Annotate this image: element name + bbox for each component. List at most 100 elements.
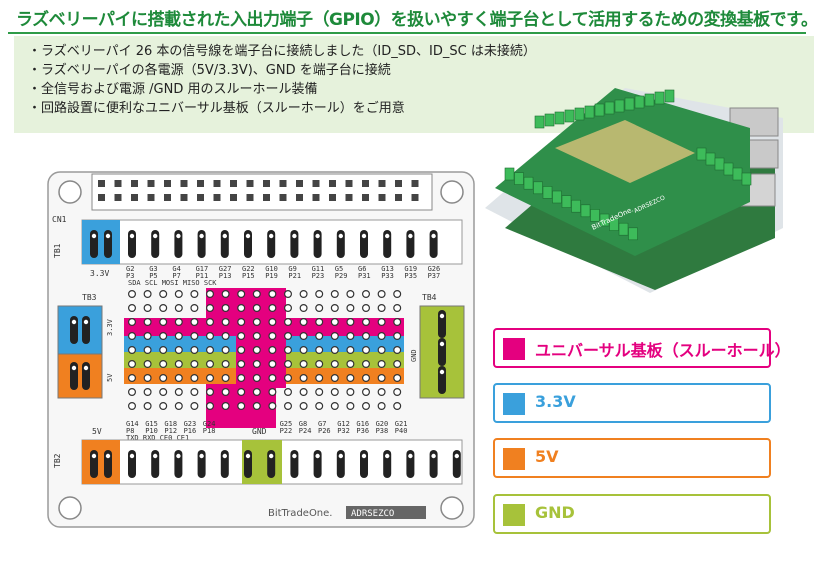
through-hole [362, 388, 371, 397]
through-hole [190, 304, 199, 313]
through-hole [299, 402, 308, 411]
legend-swatch [503, 338, 525, 360]
legend-label: 3.3V [535, 392, 576, 411]
photo-terminal [705, 152, 716, 166]
through-hole [315, 304, 324, 313]
cn1-label: CN1 [52, 215, 67, 224]
screw-slot [222, 233, 227, 239]
through-hole [174, 360, 183, 369]
through-hole [362, 318, 371, 327]
photo-terminal [628, 227, 638, 241]
photo-terminal [624, 97, 635, 111]
pin-label: P5 [149, 272, 157, 280]
through-hole [299, 374, 308, 383]
header-pin [114, 194, 122, 201]
through-hole [143, 304, 152, 313]
screw-slot [439, 341, 445, 347]
legend-label: ユニバーサル基板（スルーホール） [535, 341, 791, 360]
screw-slot [176, 233, 181, 239]
legend-label: 5V [535, 447, 559, 466]
through-hole [237, 318, 246, 327]
through-hole [315, 289, 324, 298]
through-hole [221, 388, 230, 397]
through-hole [174, 374, 183, 383]
pin-label: P26 [318, 427, 331, 435]
pin-label: P8 [126, 427, 134, 435]
through-hole [252, 374, 261, 383]
legend-label: GND [535, 503, 575, 522]
through-hole [206, 360, 215, 369]
gpio-label: G8 [299, 420, 307, 428]
through-hole [143, 360, 152, 369]
through-hole [237, 402, 246, 411]
screw-slot [269, 453, 274, 459]
through-hole [268, 346, 277, 355]
through-hole [143, 332, 152, 341]
through-hole [159, 304, 168, 313]
through-hole [284, 304, 293, 313]
through-hole [393, 318, 402, 327]
photo-terminal [542, 186, 553, 199]
header-pin [230, 194, 237, 201]
legend-gnd: GND [493, 494, 771, 534]
photo-terminal [714, 157, 725, 171]
v5-label: 5V [92, 427, 102, 436]
through-hole [174, 388, 183, 397]
header-pin [147, 194, 155, 201]
through-hole [346, 332, 355, 341]
gpio-label: G2 [126, 265, 134, 273]
screw-terminal [104, 230, 112, 258]
screw-terminal [174, 450, 183, 478]
through-hole [143, 374, 152, 383]
through-hole [346, 346, 355, 355]
through-hole [221, 304, 230, 313]
through-hole [284, 360, 293, 369]
through-hole [330, 374, 339, 383]
tb4-label: TB4 [422, 293, 437, 302]
through-hole [206, 388, 215, 397]
through-hole [221, 360, 230, 369]
gpio-label: G3 [149, 265, 157, 273]
through-hole [315, 346, 324, 355]
header-pin [411, 194, 419, 201]
screw-slot [83, 365, 89, 371]
mount-hole [58, 496, 82, 520]
through-hole [143, 289, 152, 298]
gpio-label: G4 [172, 265, 180, 273]
header-divider [8, 32, 806, 34]
photo-terminal [504, 167, 515, 181]
through-hole [127, 318, 136, 327]
gpio-header-pins [98, 180, 419, 201]
through-hole [237, 289, 246, 298]
through-hole [268, 360, 277, 369]
screw-terminal [70, 316, 78, 344]
feature-item: ラズベリーパイの各電源（5V/3.3V)、GND を端子台に接続 [28, 61, 536, 80]
screw-slot [269, 233, 274, 239]
screw-slot [385, 453, 390, 459]
header-pin [345, 180, 353, 187]
photo-terminal [609, 218, 619, 231]
photo-terminal [654, 91, 665, 105]
gpio-label: G23 [184, 420, 197, 428]
through-hole [221, 374, 230, 383]
screw-slot [338, 233, 343, 239]
screw-terminal [438, 366, 446, 394]
screw-terminal [438, 310, 446, 338]
header-pin [296, 180, 303, 187]
screw-terminal [290, 450, 299, 478]
photo-terminal [564, 109, 575, 123]
screw-slot [71, 365, 77, 371]
gnd-side-label: GND [410, 349, 418, 362]
screw-terminal [360, 230, 368, 258]
through-hole [377, 332, 386, 341]
header-pin [345, 194, 353, 201]
screw-terminal [429, 450, 438, 478]
header-pin [279, 194, 287, 201]
photo-terminal [584, 105, 595, 119]
page-title: ラズベリーパイに搭載された入出力端子（GPIO）を扱いやすく端子台として活用する… [16, 10, 814, 30]
through-hole [299, 332, 308, 341]
through-hole [284, 346, 293, 355]
screw-slot [222, 453, 227, 459]
photo-terminal [533, 181, 543, 195]
